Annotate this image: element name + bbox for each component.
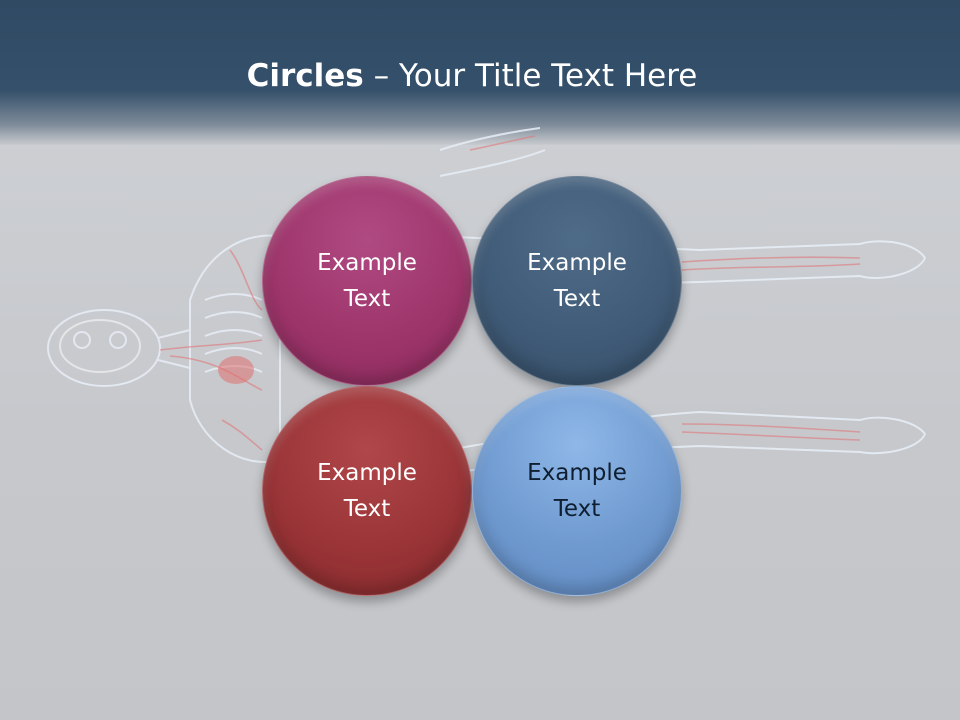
circle-top-left[interactable]: Example Text xyxy=(262,176,472,386)
circle-label: Example Text xyxy=(527,460,627,522)
slide-title-bold: Circles xyxy=(246,58,364,94)
circle-top-right[interactable]: Example Text xyxy=(472,176,682,386)
circle-bottom-left[interactable]: Example Text xyxy=(262,386,472,596)
slide-title: Circles – Your Title Text Here xyxy=(0,54,944,98)
slide-title-rest: – Your Title Text Here xyxy=(363,58,698,94)
circle-label: Example Text xyxy=(317,250,417,312)
title-bar xyxy=(0,0,960,145)
circle-bottom-right[interactable]: Example Text xyxy=(472,386,682,596)
circle-label: Example Text xyxy=(527,250,627,312)
circle-label: Example Text xyxy=(317,460,417,522)
